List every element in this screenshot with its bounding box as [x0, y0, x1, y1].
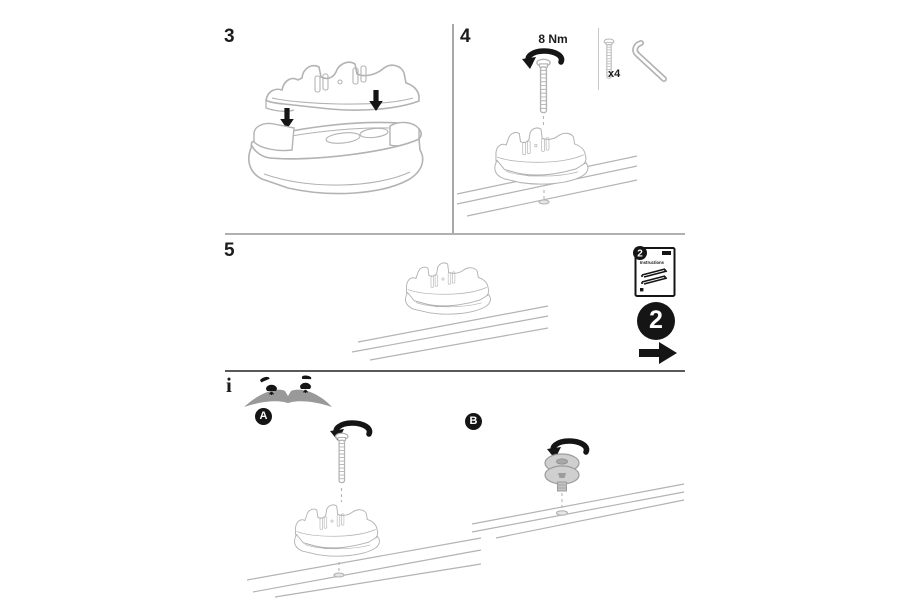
- rail-lines: [471, 483, 685, 539]
- fixpoint-washer: [538, 199, 550, 205]
- foot-drawing: [294, 504, 380, 557]
- rail-lines: [351, 305, 549, 361]
- step-5-number: 5: [224, 240, 235, 261]
- rail-lines: [246, 537, 482, 598]
- fixpoint-cover-icon: [260, 376, 277, 395]
- foot-drawing: [405, 262, 491, 315]
- booklet-badge: [633, 246, 647, 260]
- roof-fixpoint-drawing: [244, 375, 332, 407]
- roof-profile: [244, 389, 332, 407]
- step-2-indicator: 2: [637, 302, 675, 340]
- step-5-drawing: [351, 262, 549, 361]
- step-4-number: 4: [460, 26, 471, 47]
- foot-drawing: [494, 127, 589, 185]
- panel-b-drawing: [471, 436, 685, 539]
- section-divider-dark: [225, 370, 685, 372]
- manual-booklet-icon: Instructions 2: [633, 246, 676, 297]
- cover-knob-drawing: [544, 453, 580, 492]
- section-divider: [225, 233, 685, 235]
- info-icon: i: [226, 373, 232, 397]
- panel-divider-vertical: [452, 24, 454, 234]
- fixpoint-washer: [333, 572, 345, 578]
- step-3-number: 3: [224, 26, 235, 47]
- panel-b-badge: B: [465, 413, 482, 430]
- screw-quantity-label: x4: [608, 68, 621, 80]
- panel-a-badge: A: [255, 408, 272, 425]
- fixpoint-washer: [555, 510, 569, 516]
- load-bars-pictogram: [641, 268, 668, 285]
- parts-divider: [598, 28, 599, 90]
- torque-label: 8 Nm: [538, 32, 568, 46]
- step-3-exploded-drawing: [248, 61, 424, 195]
- booklet-badge-number: 2: [637, 248, 643, 259]
- fixpoint-cover-icon: [300, 375, 312, 393]
- booklet-title: Instructions: [640, 260, 665, 265]
- step-4-drawing: [456, 44, 638, 217]
- bolt-drawing: [335, 432, 349, 484]
- next-arrow-icon: [639, 342, 677, 364]
- panel-a-drawing: [246, 418, 482, 598]
- screw-drawing: [536, 58, 551, 114]
- booklet-footnote-mark: [640, 288, 644, 292]
- bracket-part-drawing: [265, 61, 420, 112]
- allen-key-icon: [632, 40, 667, 82]
- base-part-drawing: [248, 121, 424, 195]
